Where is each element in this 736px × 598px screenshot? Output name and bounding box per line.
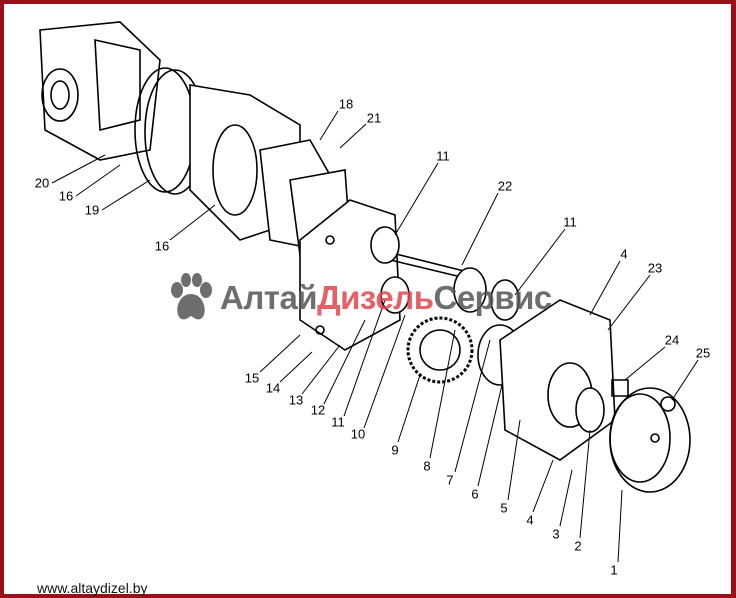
callout-16: 16 <box>154 238 170 254</box>
callout-5: 5 <box>500 500 508 516</box>
callout-12: 12 <box>310 402 326 418</box>
callout-16: 16 <box>58 188 74 204</box>
callout-14: 14 <box>265 380 281 396</box>
callout-4: 4 <box>620 246 628 262</box>
callout-18: 18 <box>338 96 354 112</box>
callout-4: 4 <box>526 512 534 528</box>
callout-24: 24 <box>664 332 680 348</box>
callout-11: 11 <box>436 148 450 164</box>
callout-19: 19 <box>84 202 100 218</box>
callout-13: 13 <box>288 392 304 408</box>
callout-6: 6 <box>471 486 479 502</box>
callout-22: 22 <box>497 178 513 194</box>
exploded-assembly-drawing <box>39 21 699 563</box>
shaft-and-gears <box>370 226 523 386</box>
callout-11: 11 <box>563 214 577 230</box>
callout-2: 2 <box>574 538 582 554</box>
diagram-frame: 18 21 11 22 11 4 23 24 25 20 16 19 16 15… <box>4 4 731 596</box>
callout-20: 20 <box>34 175 50 191</box>
callout-25: 25 <box>695 345 711 361</box>
callout-9: 9 <box>391 442 399 458</box>
leader-lines <box>51 110 699 563</box>
watermark-text-2: Дизель <box>317 279 434 316</box>
callout-11: 11 <box>331 414 345 430</box>
callout-21: 21 <box>366 110 382 126</box>
callout-7: 7 <box>446 472 454 488</box>
callout-15: 15 <box>244 370 260 386</box>
front-cover <box>499 299 616 461</box>
callout-3: 3 <box>552 526 560 542</box>
callout-10: 10 <box>350 426 366 442</box>
flange <box>609 379 691 493</box>
callout-23: 23 <box>647 260 663 276</box>
gasket-rings <box>134 67 351 257</box>
callout-8: 8 <box>423 458 431 474</box>
rear-housing <box>39 21 161 161</box>
watermark-text-1: Алтай <box>220 279 318 316</box>
paw-icon <box>171 273 212 320</box>
callout-1: 1 <box>610 562 618 578</box>
watermark-text-3: Сервис <box>433 279 552 316</box>
website-url: www.altaydizel.by <box>37 580 148 596</box>
